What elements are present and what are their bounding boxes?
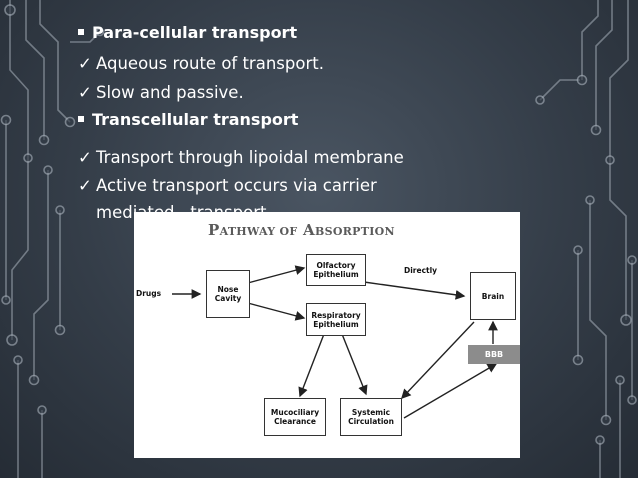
checkmark-icon: ✓	[78, 54, 92, 73]
node-olfactory-epithelium: Olfactory Epithelium	[306, 254, 366, 286]
bullet-text: Transport through lipoidal membrane	[96, 148, 404, 167]
square-bullet-icon	[78, 115, 84, 122]
checkmark-icon: ✓	[78, 148, 92, 167]
arrow-olfactory-to-brain	[363, 281, 466, 300]
arrow-brain-to-systemic	[401, 321, 475, 400]
node-mucociliary-clearance: Mucociliary Clearance	[264, 398, 326, 436]
arrow-systemic-to-bbb	[403, 363, 498, 419]
node-systemic-circulation: Systemic Circulation	[340, 398, 402, 436]
bullet-item: ✓Active transport occurs via carrier	[78, 175, 377, 197]
bullet-item: ✓Aqueous route of transport.	[78, 53, 324, 75]
arrow-respiratory-to-mucociliary	[298, 333, 325, 398]
bullet-text: Para-cellular transport	[92, 23, 298, 42]
bullet-text: Transcellular transport	[92, 110, 299, 129]
bullet-item: ✓Slow and passive.	[78, 82, 244, 104]
arrow-nose-to-respiratory	[243, 301, 306, 321]
arrow-respiratory-to-systemic	[341, 333, 368, 396]
bullet-text: Aqueous route of transport.	[96, 54, 324, 73]
node-brain: Brain	[470, 272, 516, 320]
diagram-arrows	[172, 265, 498, 419]
checkmark-icon: ✓	[78, 176, 92, 195]
node-respiratory-epithelium: Respiratory Epithelium	[306, 303, 366, 336]
arrow-nose-to-olfactory	[243, 265, 306, 285]
bullet-heading-paracellular: Para-cellular transport	[78, 22, 297, 44]
bullet-text: Slow and passive.	[96, 83, 244, 102]
square-bullet-icon	[78, 28, 84, 35]
node-bbb: BBB	[468, 345, 520, 364]
label-drugs: Drugs	[136, 289, 162, 298]
bullet-item: ✓Transport through lipoidal membrane	[78, 147, 404, 169]
node-nose-cavity: Nose Cavity	[206, 270, 250, 318]
bullet-text: Active transport occurs via carrier	[96, 176, 377, 195]
label-directly: Directly	[404, 266, 438, 275]
checkmark-icon: ✓	[78, 83, 92, 102]
pathway-diagram: PATHWAY OF ABSORPTION Drugs Nose Cavity …	[134, 212, 520, 458]
diagram-title: PATHWAY OF ABSORPTION	[208, 221, 395, 239]
bullet-heading-transcellular: Transcellular transport	[78, 109, 298, 131]
